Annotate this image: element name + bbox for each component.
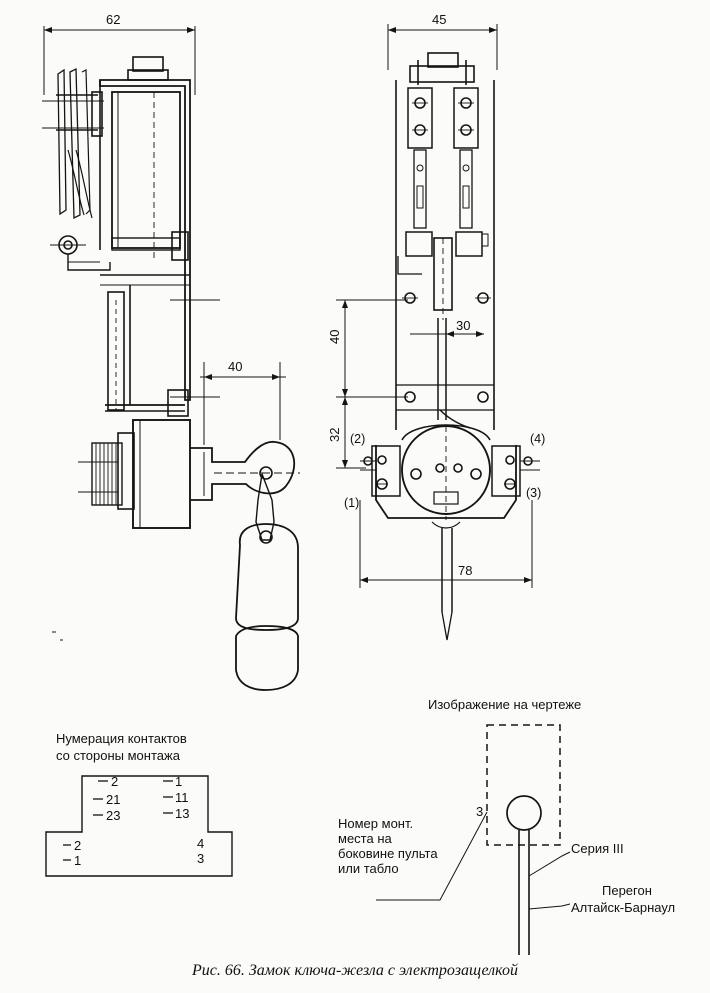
contact-number: 13 xyxy=(175,806,190,821)
dim-vertical-40: 40 xyxy=(327,329,342,344)
contact-number: 1 xyxy=(175,774,183,789)
side-view xyxy=(42,26,300,691)
contact-marker-4: (4) xyxy=(530,432,546,446)
contact-number: 2 xyxy=(111,774,119,789)
contact-number: 1 xyxy=(74,853,82,868)
place-number: 3 xyxy=(476,804,484,819)
contact-numbering-outline xyxy=(45,775,233,877)
contact-number: 3 xyxy=(197,851,205,866)
dim-base-width: 78 xyxy=(458,563,473,578)
numbering-title-line1: Нумерация контактов xyxy=(56,731,187,746)
front-view xyxy=(336,24,540,641)
contact-number: 21 xyxy=(106,792,121,807)
figure-caption: Рис. 66. Замок ключа-жезла с электрозаще… xyxy=(191,962,518,979)
contact-number: 2 xyxy=(74,838,82,853)
contact-number: 11 xyxy=(175,790,189,805)
drawing-symbol xyxy=(376,724,571,955)
numbering-title-line2: со стороны монтажа xyxy=(56,748,180,763)
contact-marker-3: (3) xyxy=(526,486,542,500)
route-label-line2: Алтайск-Барнаул xyxy=(571,900,676,915)
contact-number: 23 xyxy=(106,808,121,823)
contact-marker-1: (1) xyxy=(344,496,360,510)
dim-right-width: 45 xyxy=(432,12,447,27)
mount-place-label: Номер монт. места на боковине пульта или… xyxy=(338,816,438,876)
contact-marker-2: (2) xyxy=(350,432,366,446)
contact-number: 4 xyxy=(197,836,205,851)
series-label: Серия III xyxy=(571,841,624,856)
dim-vertical-32: 32 xyxy=(327,427,342,442)
drawing-view-title: Изображение на чертеже xyxy=(428,697,582,712)
dim-inner-width: 30 xyxy=(456,318,471,333)
dim-left-width: 62 xyxy=(106,12,121,27)
dim-handle-offset: 40 xyxy=(228,359,243,374)
route-label-line1: Перегон xyxy=(602,883,652,898)
